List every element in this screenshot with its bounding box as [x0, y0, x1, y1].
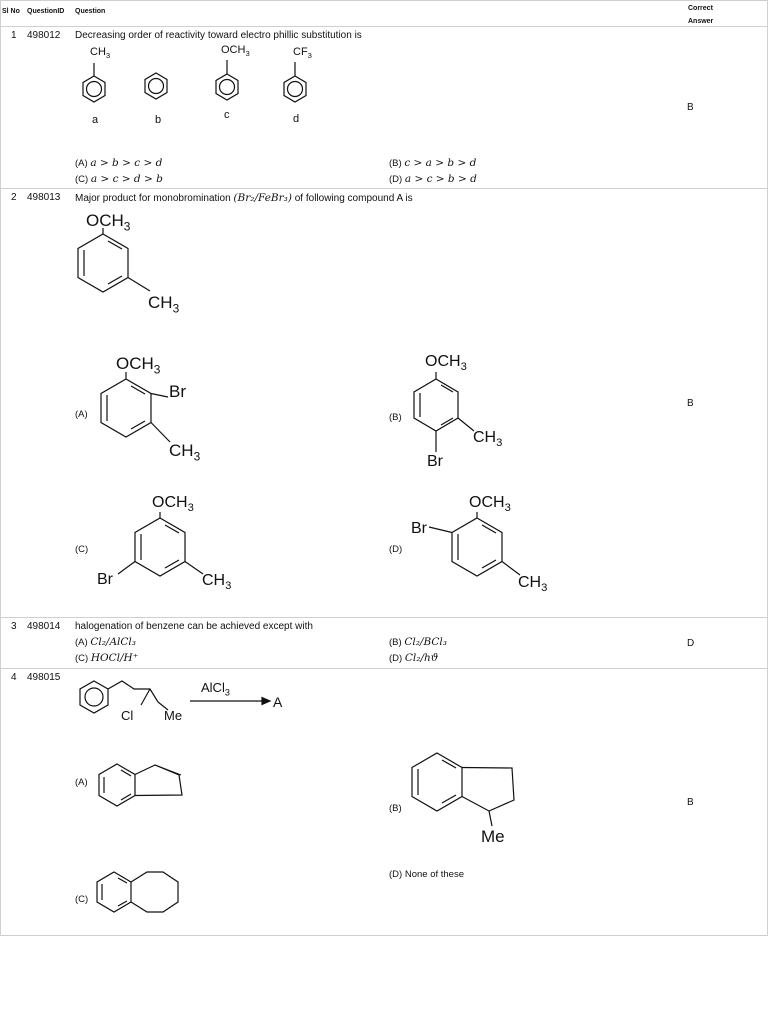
- substituent-label: OCH3: [425, 353, 467, 374]
- row-divider: [0, 26, 768, 27]
- option-d: (D) a > c > b > d: [389, 173, 477, 185]
- question-id: 498013: [27, 192, 61, 203]
- sl-no: 3: [11, 621, 17, 632]
- option-b-key: (B): [389, 412, 402, 423]
- option-c: (C) HOCl/H⁺: [75, 652, 139, 664]
- substituent-label: CH3: [518, 574, 548, 595]
- option-d: (D) None of these: [389, 869, 464, 880]
- reagent-label: AlCl3: [201, 680, 230, 698]
- table-top-border: [0, 0, 768, 1]
- option-c-key: (C): [75, 544, 89, 555]
- option-b: (B) c > a > b > d: [389, 157, 477, 169]
- sl-no: 4: [11, 672, 17, 683]
- option-a-indane: [98, 763, 183, 807]
- sl-no: 1: [11, 30, 17, 41]
- structure-label: b: [155, 114, 162, 126]
- substituent-label: CH3: [148, 293, 180, 316]
- substituent-label: CF3: [293, 46, 312, 61]
- question-id: 498014: [27, 621, 61, 632]
- reactant-structure: [79, 680, 169, 714]
- option-a-key: (A): [75, 409, 88, 420]
- option-b-key: (B): [389, 803, 402, 814]
- row-divider: [0, 617, 768, 618]
- benzene-ring-b: [144, 72, 168, 100]
- question-id: 498012: [27, 30, 61, 41]
- header-question: Question: [75, 8, 106, 15]
- compound-a-ring: [77, 228, 151, 293]
- option-a: (A) a > b > c > d: [75, 157, 163, 169]
- header-question-id: QuestionID: [27, 8, 65, 15]
- substituent-label: Br: [97, 571, 113, 588]
- substituent-label: OCH3: [116, 354, 161, 377]
- correct-answer: D: [687, 638, 695, 649]
- methyl-label: Me: [164, 708, 183, 723]
- option-d: (D) Cl₂/hϑ: [389, 652, 439, 664]
- substituent-label: Br: [169, 382, 186, 401]
- option-a-ring: [100, 372, 171, 443]
- benzene-ring-c: [215, 60, 239, 101]
- option-a: (A) Cl₂/AlCl₃: [75, 636, 136, 648]
- reaction-arrow: [190, 696, 272, 706]
- substituent-label: Br: [411, 520, 427, 537]
- option-c-tetralin: [96, 871, 179, 913]
- substituent-label: OCH3: [86, 211, 131, 234]
- option-c-key: (C): [75, 894, 89, 905]
- question-text: Decreasing order of reactivity toward el…: [75, 30, 362, 41]
- structure-label: d: [293, 113, 300, 125]
- benzene-ring-a: [82, 63, 106, 103]
- option-c: (C) a > c > d > b: [75, 173, 163, 185]
- product-label: A: [273, 694, 283, 710]
- option-b-ring: [413, 372, 475, 452]
- option-b: (B) Cl₂/BCl₃: [389, 636, 447, 648]
- benzene-ring-d: [283, 62, 307, 103]
- structure-label: a: [92, 114, 99, 126]
- question-text: Major product for monobromination (Br₂/F…: [75, 192, 413, 204]
- methyl-label: Me: [481, 827, 505, 846]
- correct-answer: B: [687, 797, 694, 808]
- sl-no: 2: [11, 192, 17, 203]
- option-d-key: (D): [389, 544, 403, 555]
- header-correct-answer: Correct Answer: [688, 5, 714, 25]
- question-id: 498015: [27, 672, 61, 683]
- row-divider: [0, 188, 768, 189]
- structure-label: c: [224, 109, 230, 121]
- substituent-label: CH3: [202, 572, 232, 593]
- header-sl-no: Sl No: [2, 8, 20, 15]
- table-left-border: [0, 0, 1, 936]
- option-d-ring: [428, 512, 521, 577]
- substituent-label: Br: [427, 453, 443, 470]
- chloro-label: Cl: [121, 708, 134, 723]
- option-c-ring: [117, 512, 204, 577]
- substituent-label: OCH3: [221, 44, 250, 59]
- row-divider: [0, 668, 768, 669]
- correct-answer: B: [687, 398, 694, 409]
- substituent-label: OCH3: [469, 494, 511, 515]
- correct-answer: B: [687, 102, 694, 113]
- substituent-label: CH3: [90, 46, 111, 61]
- table-bottom-border: [0, 935, 768, 936]
- question-text: halogenation of benzene can be achieved …: [75, 621, 313, 632]
- option-a-key: (A): [75, 777, 88, 788]
- option-b-methylindane: [411, 752, 515, 827]
- substituent-label: CH3: [473, 429, 503, 450]
- substituent-label: CH3: [169, 441, 201, 464]
- substituent-label: OCH3: [152, 494, 194, 515]
